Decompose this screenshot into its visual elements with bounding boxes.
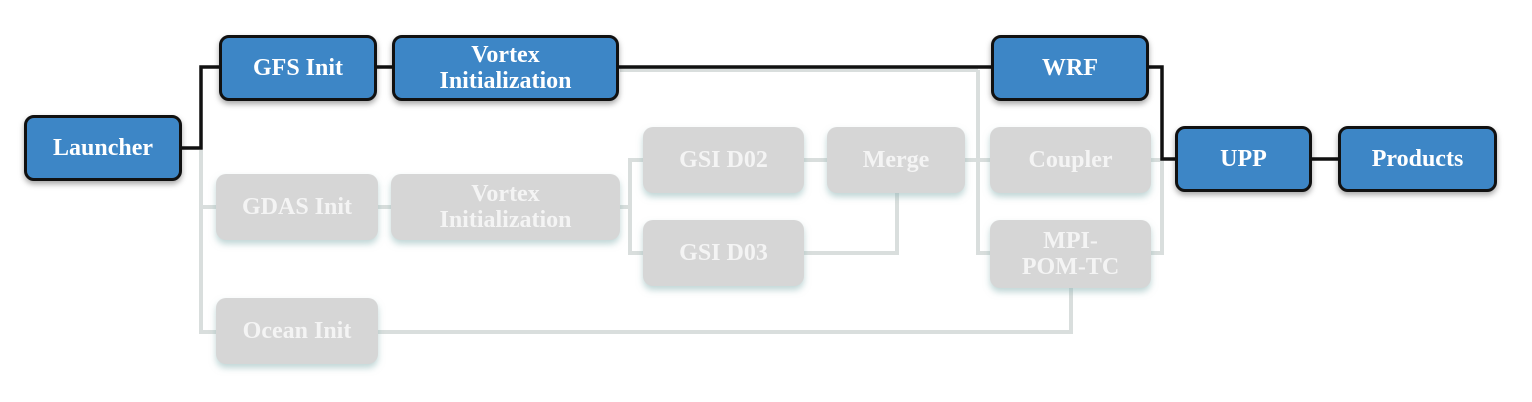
upp-node[interactable]: UPP [1175,126,1312,192]
mpi-pom-tc-line2: POM-TC [1021,254,1120,280]
gsi-d02-label: GSI D02 [679,147,768,173]
vortex-top-line1: Vortex [471,42,540,68]
line-ocean-to-mpi [378,288,1073,334]
vortex-initialization-bottom-node[interactable]: Vortex Initialization [391,174,620,240]
line-wrf-trunk [976,70,991,255]
merge-label: Merge [862,147,930,173]
line-launcher-to-ocean [199,150,217,334]
coupler-node[interactable]: Coupler [990,127,1151,193]
merge-node[interactable]: Merge [827,127,965,193]
wrf-node[interactable]: WRF [991,35,1149,101]
launcher-node[interactable]: Launcher [24,115,182,181]
vortex-bottom-line1: Vortex [471,181,540,207]
line-wrf-to-upp [1149,65,1176,161]
gdas-init-node[interactable]: GDAS Init [216,174,378,240]
ocean-init-node[interactable]: Ocean Init [216,298,378,364]
vortex-top-line2: Initialization [439,68,572,94]
launcher-label: Launcher [52,135,153,161]
line-coupler-to-right [1151,158,1164,255]
mpi-pom-tc-node[interactable]: MPI- POM-TC [990,220,1151,288]
vortex-initialization-top-node[interactable]: Vortex Initialization [392,35,619,101]
upp-label: UPP [1220,146,1267,172]
gsi-d03-node[interactable]: GSI D03 [643,220,804,286]
mpi-pom-tc-line1: MPI- [1043,228,1098,254]
ocean-init-label: Ocean Init [242,318,352,344]
products-node[interactable]: Products [1338,126,1497,192]
line-vortex-to-gsi02 [620,158,644,209]
line-vortex-to-gsi03 [628,207,644,255]
gfs-init-node[interactable]: GFS Init [219,35,377,101]
products-label: Products [1371,146,1464,172]
gdas-init-label: GDAS Init [241,194,353,220]
gsi-d03-label: GSI D03 [679,240,768,266]
line-launcher-to-gfs [182,65,219,150]
gfs-init-label: GFS Init [252,55,344,81]
line-gsi03-to-merge [804,193,899,255]
coupler-label: Coupler [1028,147,1113,173]
wrf-label: WRF [1042,55,1098,81]
vortex-bottom-line2: Initialization [439,207,572,233]
gsi-d02-node[interactable]: GSI D02 [643,127,804,193]
